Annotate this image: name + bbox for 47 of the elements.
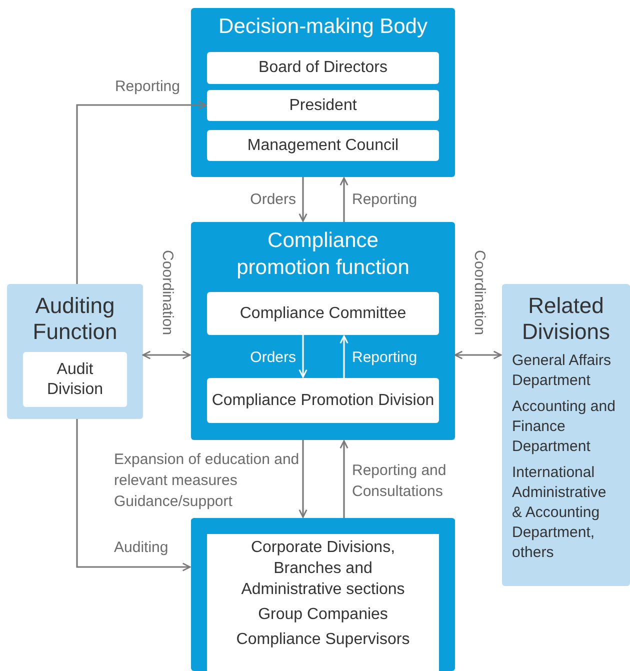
box-label: Management Council bbox=[246, 136, 400, 156]
arrow bbox=[298, 440, 308, 518]
org-box bbox=[207, 130, 439, 161]
box-label: Compliance Supervisors bbox=[235, 630, 411, 650]
edge-label: Reporting bbox=[352, 190, 418, 210]
edge-label: Orders bbox=[249, 348, 296, 368]
box-label: Board of Directors bbox=[258, 58, 388, 78]
box-label: Group Companies bbox=[257, 605, 389, 625]
department-item: International Administrative & Accounting Department, others bbox=[512, 463, 608, 563]
org-box bbox=[23, 352, 127, 407]
org-box bbox=[207, 90, 439, 121]
department-item: Accounting and Finance Department bbox=[512, 397, 616, 457]
function-panel bbox=[191, 222, 455, 440]
edge-label: Orders bbox=[249, 190, 296, 210]
panel-title: Compliance promotion function bbox=[236, 228, 410, 281]
edge-label: Auditing bbox=[114, 538, 170, 558]
department-item: General Affairs Department bbox=[512, 351, 612, 391]
panel-title: Decision-making Body bbox=[218, 14, 428, 40]
arrow bbox=[298, 177, 308, 222]
org-box bbox=[207, 52, 439, 84]
edge-label: Coordination bbox=[470, 250, 488, 336]
box-label: President bbox=[288, 96, 358, 116]
edge-label: Coordination bbox=[158, 250, 176, 336]
division-panel bbox=[502, 284, 630, 586]
function-panel bbox=[191, 8, 455, 177]
arrow bbox=[298, 335, 308, 378]
org-box bbox=[207, 292, 439, 335]
box-label: Compliance Committee bbox=[238, 304, 408, 324]
edge-label: Expansion of education and relevant measures Guidance/support bbox=[114, 450, 300, 512]
panel-title: Auditing Function bbox=[32, 293, 118, 345]
box-label: Corporate Divisions, Branches and Administrative sections bbox=[240, 538, 406, 600]
org-frame bbox=[191, 518, 455, 671]
org-box bbox=[207, 378, 439, 423]
box-label: Compliance Promotion Division bbox=[210, 390, 436, 410]
panel-title: Related Divisions bbox=[520, 293, 612, 345]
edge-label: Reporting bbox=[352, 348, 418, 368]
edge-label: Reporting and Consultations bbox=[352, 461, 448, 502]
arrow bbox=[340, 177, 348, 222]
arrow bbox=[76, 100, 207, 284]
edge-label: Reporting bbox=[114, 77, 180, 97]
arrow bbox=[454, 350, 502, 360]
division-panel bbox=[7, 284, 143, 419]
arrow bbox=[76, 419, 191, 572]
arrow bbox=[340, 440, 348, 518]
arrow bbox=[340, 335, 348, 378]
arrow bbox=[142, 350, 191, 360]
box-label: Audit Division bbox=[46, 360, 104, 400]
